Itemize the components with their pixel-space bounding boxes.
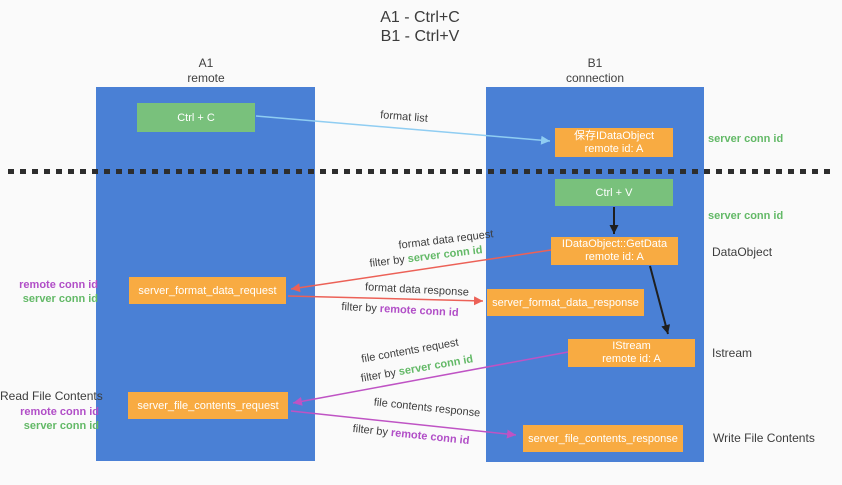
node-save-idataobject-line2: remote id: A — [584, 142, 644, 155]
session-divider-dotted-line — [8, 169, 834, 174]
label-remote-conn-id: remote conn id — [19, 279, 98, 291]
filter-by-text: filter by — [352, 422, 389, 439]
node-server-format-data-response: server_format_data_response — [487, 289, 644, 316]
filter-by-text: filter by — [359, 366, 397, 385]
lane-header-a1: A1 remote — [146, 56, 266, 86]
node-ctrl-c: Ctrl + C — [137, 103, 255, 132]
node-getdata-line2: remote id: A — [585, 251, 644, 263]
label-dataobject: DataObject — [712, 245, 773, 259]
label-write-file-contents: Write File Contents — [713, 431, 815, 445]
label-server-conn-id-mid: server conn id — [708, 210, 784, 222]
node-server-format-data-request: server_format_data_request — [129, 277, 286, 304]
lane-a1-role: remote — [187, 71, 225, 85]
title-line-a1: A1 - Ctrl+C — [380, 9, 460, 26]
title-line-b1: B1 - Ctrl+V — [380, 28, 460, 45]
node-idataobject-getdata: IDataObject::GetData remote id: A — [551, 237, 678, 265]
filter-by-text: filter by — [341, 300, 378, 315]
edge-label-file-contents-response: file contents response — [373, 396, 481, 420]
label-server-conn-id: server conn id — [23, 420, 99, 432]
label-server-conn-id: server conn id — [22, 293, 98, 305]
left-conn-ids-format: remote conn id server conn id — [0, 278, 98, 306]
remote-conn-id-text: remote conn id — [390, 426, 470, 448]
node-ctrl-v: Ctrl + V — [555, 179, 673, 206]
remote-conn-id-text: remote conn id — [379, 302, 459, 320]
lane-header-b1: B1 connection — [535, 56, 655, 86]
node-istream: IStream remote id: A — [568, 339, 695, 367]
lane-b1-id: B1 — [587, 56, 603, 70]
node-server-file-contents-response: server_file_contents_response — [523, 425, 683, 452]
node-getdata-line1: IDataObject::GetData — [561, 238, 668, 250]
node-server-file-contents-request: server_file_contents_request — [128, 392, 288, 419]
node-istream-line2: remote id: A — [602, 353, 661, 365]
lane-b1-role: connection — [565, 71, 625, 85]
label-remote-conn-id: remote conn id — [20, 406, 99, 418]
lane-a1-id: A1 — [198, 56, 214, 70]
edge-label-format-data-response: format data response — [364, 281, 470, 299]
left-conn-ids-file: Read File Contents remote conn id server… — [0, 389, 103, 433]
label-server-conn-id-top: server conn id — [708, 133, 784, 145]
node-save-idataobject: 保存IDataObject remote id: A — [555, 128, 673, 157]
node-istream-line1: IStream — [612, 340, 651, 352]
node-save-idataobject-line1: 保存IDataObject — [573, 129, 655, 142]
edge-label-format-list: format list — [379, 109, 429, 125]
filter-by-text: filter by — [368, 253, 406, 270]
diagram-title: A1 - Ctrl+C B1 - Ctrl+V — [345, 8, 495, 46]
label-istream: Istream — [712, 346, 753, 360]
label-read-file-contents: Read File Contents — [0, 389, 103, 403]
